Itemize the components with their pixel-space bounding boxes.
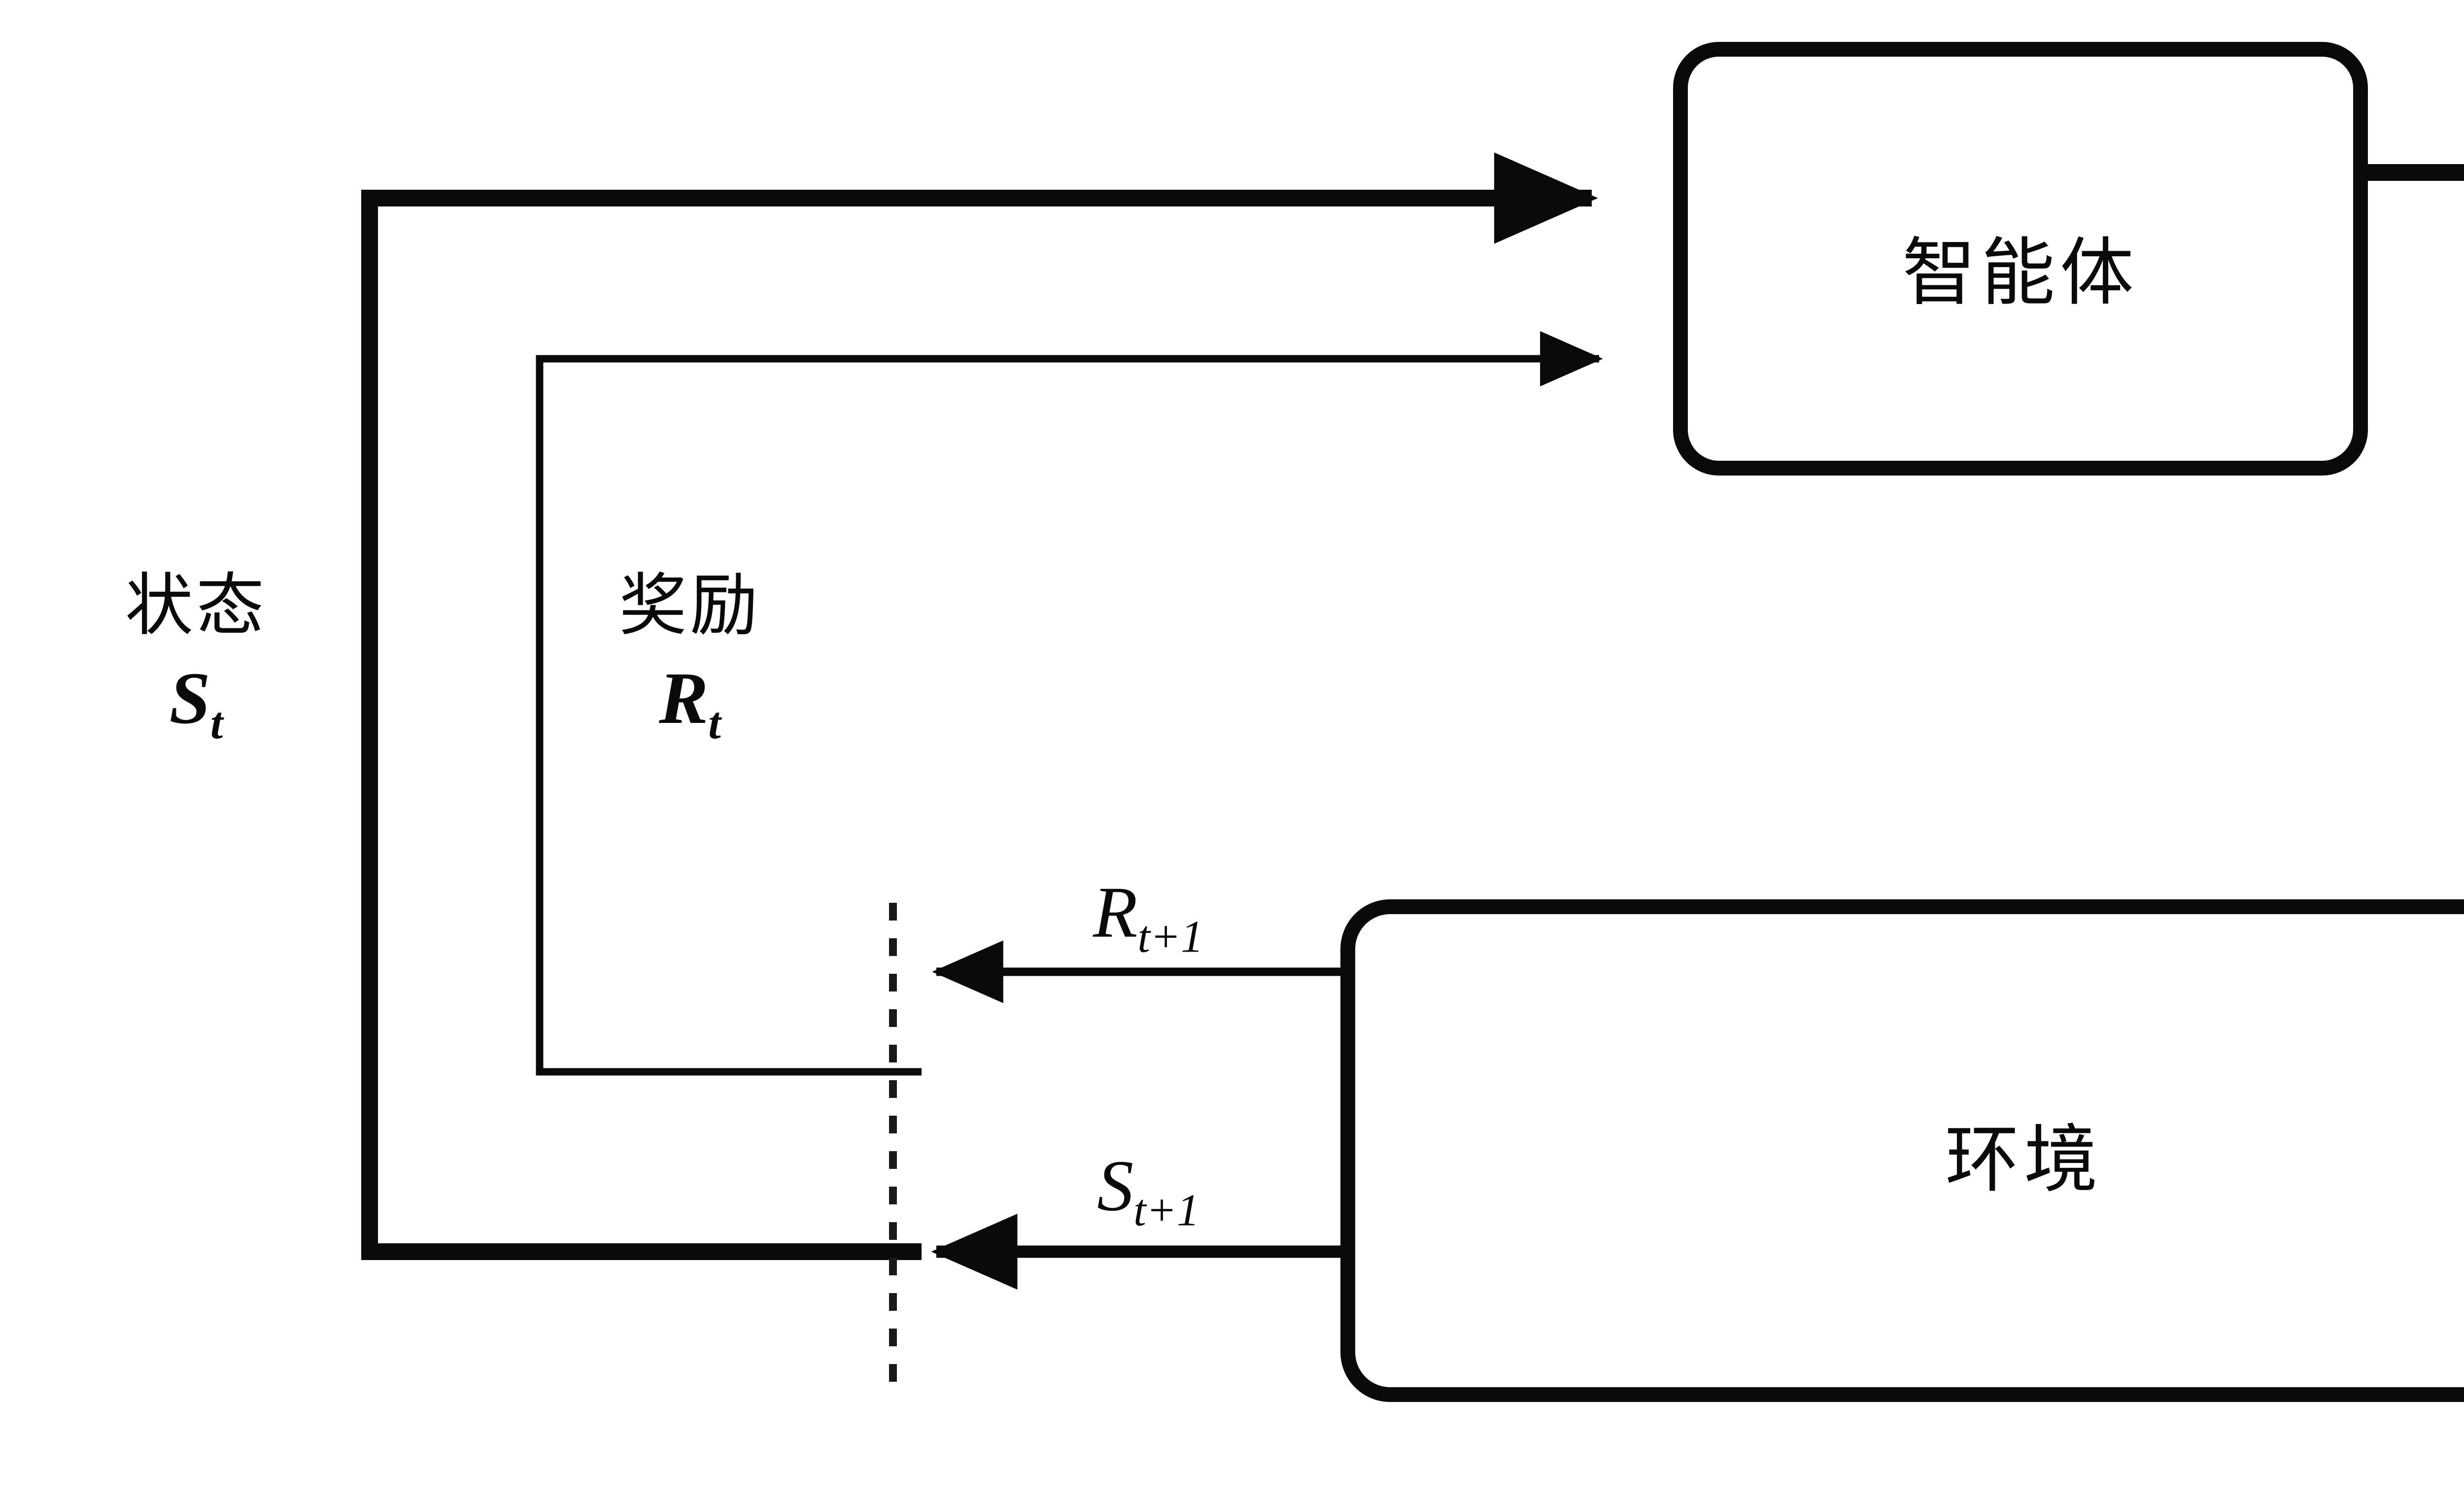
reward-side-label: 奖励 Rt xyxy=(618,568,761,748)
state-feedback-path xyxy=(361,152,1598,1260)
environment-label: 环境 xyxy=(1945,1120,2103,1201)
reward-symbol: Rt xyxy=(659,657,721,748)
reward-next-label: Rt+1 xyxy=(1093,872,1204,962)
agent-label: 智能体 xyxy=(1902,233,2139,314)
state-next-label: St+1 xyxy=(1097,1145,1199,1235)
agent-box[interactable] xyxy=(1673,42,2368,476)
state-symbol: St xyxy=(169,657,223,748)
reward-feedback-path xyxy=(536,331,1603,1076)
state-label-cn: 状态 xyxy=(125,568,268,644)
reward-label-cn: 奖励 xyxy=(618,568,761,644)
state-side-label: 状态 St xyxy=(125,568,268,748)
environment-box[interactable] xyxy=(1340,899,2464,1402)
